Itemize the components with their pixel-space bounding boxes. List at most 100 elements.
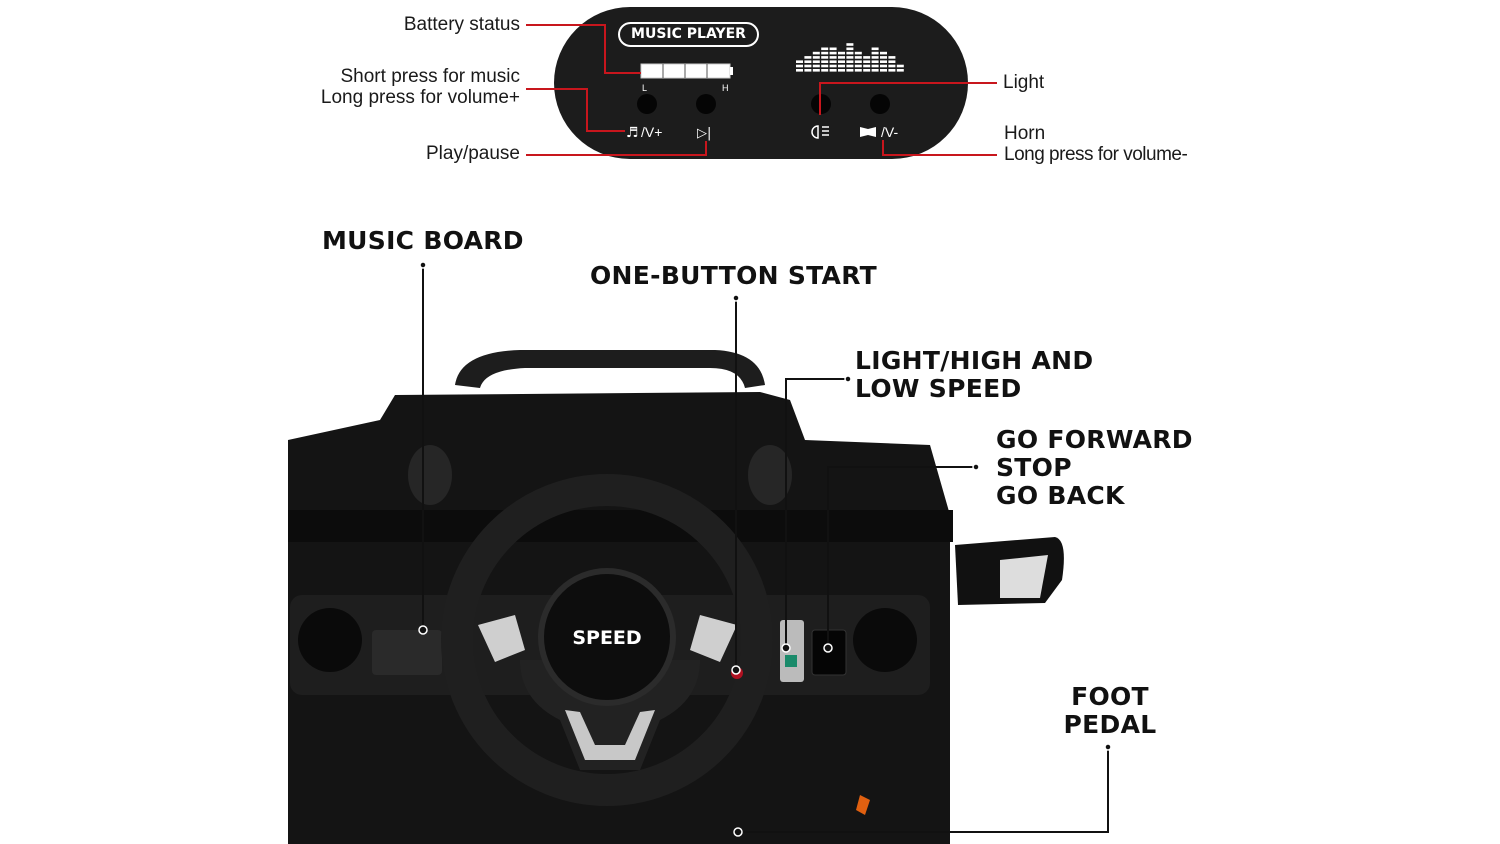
- equalizer-bar: [821, 64, 829, 68]
- equalizer-bar: [821, 51, 829, 55]
- callout-go-back: GO BACK: [996, 481, 1125, 510]
- callout-horn-line2: Long press for volume-: [1004, 144, 1188, 165]
- callout-music-line1: Short press for music: [340, 66, 521, 87]
- equalizer-bar: [888, 56, 896, 59]
- equalizer-bar: [896, 64, 904, 68]
- equalizer-bar: [880, 51, 887, 55]
- callout-lines: [526, 24, 997, 156]
- horn-button-label: /V-: [881, 124, 899, 140]
- car-callout-lines: [422, 265, 1109, 833]
- equalizer-bar: [880, 56, 887, 59]
- callout-foot-pedal: FOOT PEDAL: [1050, 683, 1170, 739]
- battery-icon: [640, 63, 733, 79]
- equalizer-bar: [796, 69, 803, 72]
- equalizer-bar: [846, 47, 854, 51]
- equalizer-bar: [804, 64, 812, 68]
- equalizer-bar: [812, 64, 820, 68]
- callout-foot-pedal-line2: PEDAL: [1063, 710, 1157, 739]
- equalizer-bar: [838, 51, 845, 55]
- music-button-label: /V+: [641, 124, 663, 140]
- steering-wheel: [441, 474, 773, 806]
- equalizer-bar: [880, 69, 887, 72]
- equalizer-bar: [896, 69, 904, 72]
- music-player-panel: ♬ ▷|: [554, 7, 968, 159]
- equalizer-bar: [812, 60, 820, 63]
- equalizer-bar: [846, 64, 854, 68]
- equalizer-bar: [888, 69, 896, 72]
- equalizer-bar: [821, 56, 829, 59]
- equalizer-bar: [888, 64, 896, 68]
- equalizer-bar: [821, 47, 829, 51]
- equalizer-bar: [854, 56, 862, 59]
- callout-light-speed-line1: LIGHT/HIGH AND: [855, 346, 1094, 375]
- callout-battery-status: Battery status: [403, 14, 520, 35]
- equalizer-bar: [846, 51, 854, 55]
- equalizer-bar: [829, 60, 837, 63]
- equalizer-bar: [812, 51, 820, 55]
- equalizer-bar: [888, 60, 896, 63]
- equalizer-bar: [880, 60, 887, 63]
- horn-icon: [860, 127, 876, 137]
- equalizer-bar: [863, 69, 871, 72]
- equalizer-bar: [821, 60, 829, 63]
- equalizer-bar: [838, 60, 845, 63]
- equalizer-bar: [854, 51, 862, 55]
- callout-foot-pedal-line1: FOOT: [1071, 682, 1149, 711]
- equalizer-bar: [846, 56, 854, 59]
- battery-low-label: L: [642, 83, 648, 93]
- callout-music-line2: Long press for volume+: [320, 87, 520, 108]
- equalizer-bar: [838, 56, 845, 59]
- car-illustration: [288, 350, 1064, 844]
- callout-one-button-start: ONE-BUTTON START: [590, 261, 877, 290]
- equalizer-bar: [829, 56, 837, 59]
- equalizer-bar: [829, 69, 837, 72]
- callout-light-speed: LIGHT/HIGH AND LOW SPEED: [855, 347, 1093, 403]
- callout-horn-line1: Horn: [1004, 123, 1046, 144]
- headlight-icon: [811, 125, 829, 139]
- equalizer-bar: [863, 64, 871, 68]
- equalizer-bar: [829, 51, 837, 55]
- music-player-title: MUSIC PLAYER: [631, 26, 746, 42]
- horn-button[interactable]: [870, 94, 890, 114]
- equalizer-bar: [846, 69, 854, 72]
- music-button[interactable]: [637, 94, 657, 114]
- callout-light-speed-line2: LOW SPEED: [855, 374, 1022, 403]
- equalizer-bar: [854, 69, 862, 72]
- equalizer-bar: [829, 47, 837, 51]
- callout-light: Light: [1003, 72, 1045, 93]
- equalizer-bar: [871, 60, 879, 63]
- equalizer-bar: [871, 56, 879, 59]
- equalizer-bar: [871, 47, 879, 51]
- equalizer-bar: [871, 64, 879, 68]
- equalizer-bar: [804, 60, 812, 63]
- equalizer-icon: [796, 43, 904, 72]
- equalizer-bar: [863, 56, 871, 59]
- equalizer-bar: [871, 69, 879, 72]
- play-pause-icon: ▷|: [697, 126, 711, 141]
- equalizer-bar: [829, 64, 837, 68]
- equalizer-bar: [812, 69, 820, 72]
- battery-high-label: H: [722, 83, 729, 93]
- equalizer-bar: [804, 69, 812, 72]
- equalizer-bar: [871, 51, 879, 55]
- play-pause-button[interactable]: [696, 94, 716, 114]
- equalizer-bar: [812, 56, 820, 59]
- equalizer-bar: [880, 64, 887, 68]
- callout-stop: STOP: [996, 453, 1072, 482]
- music-note-icon: ♬: [626, 125, 639, 141]
- equalizer-bar: [854, 64, 862, 68]
- equalizer-bar: [863, 60, 871, 63]
- equalizer-bar: [821, 69, 829, 72]
- equalizer-bar: [846, 43, 854, 46]
- callout-direction: GO FORWARD STOP GO BACK: [996, 426, 1193, 510]
- equalizer-bar: [838, 69, 845, 72]
- callout-dots: [418, 261, 1112, 837]
- equalizer-bar: [796, 60, 803, 63]
- steering-wheel-logo: SPEED: [572, 627, 642, 649]
- callout-music-board: MUSIC BOARD: [322, 226, 524, 255]
- equalizer-bar: [846, 60, 854, 63]
- equalizer-bar: [838, 64, 845, 68]
- equalizer-bar: [804, 56, 812, 59]
- callout-go-forward: GO FORWARD: [996, 425, 1193, 454]
